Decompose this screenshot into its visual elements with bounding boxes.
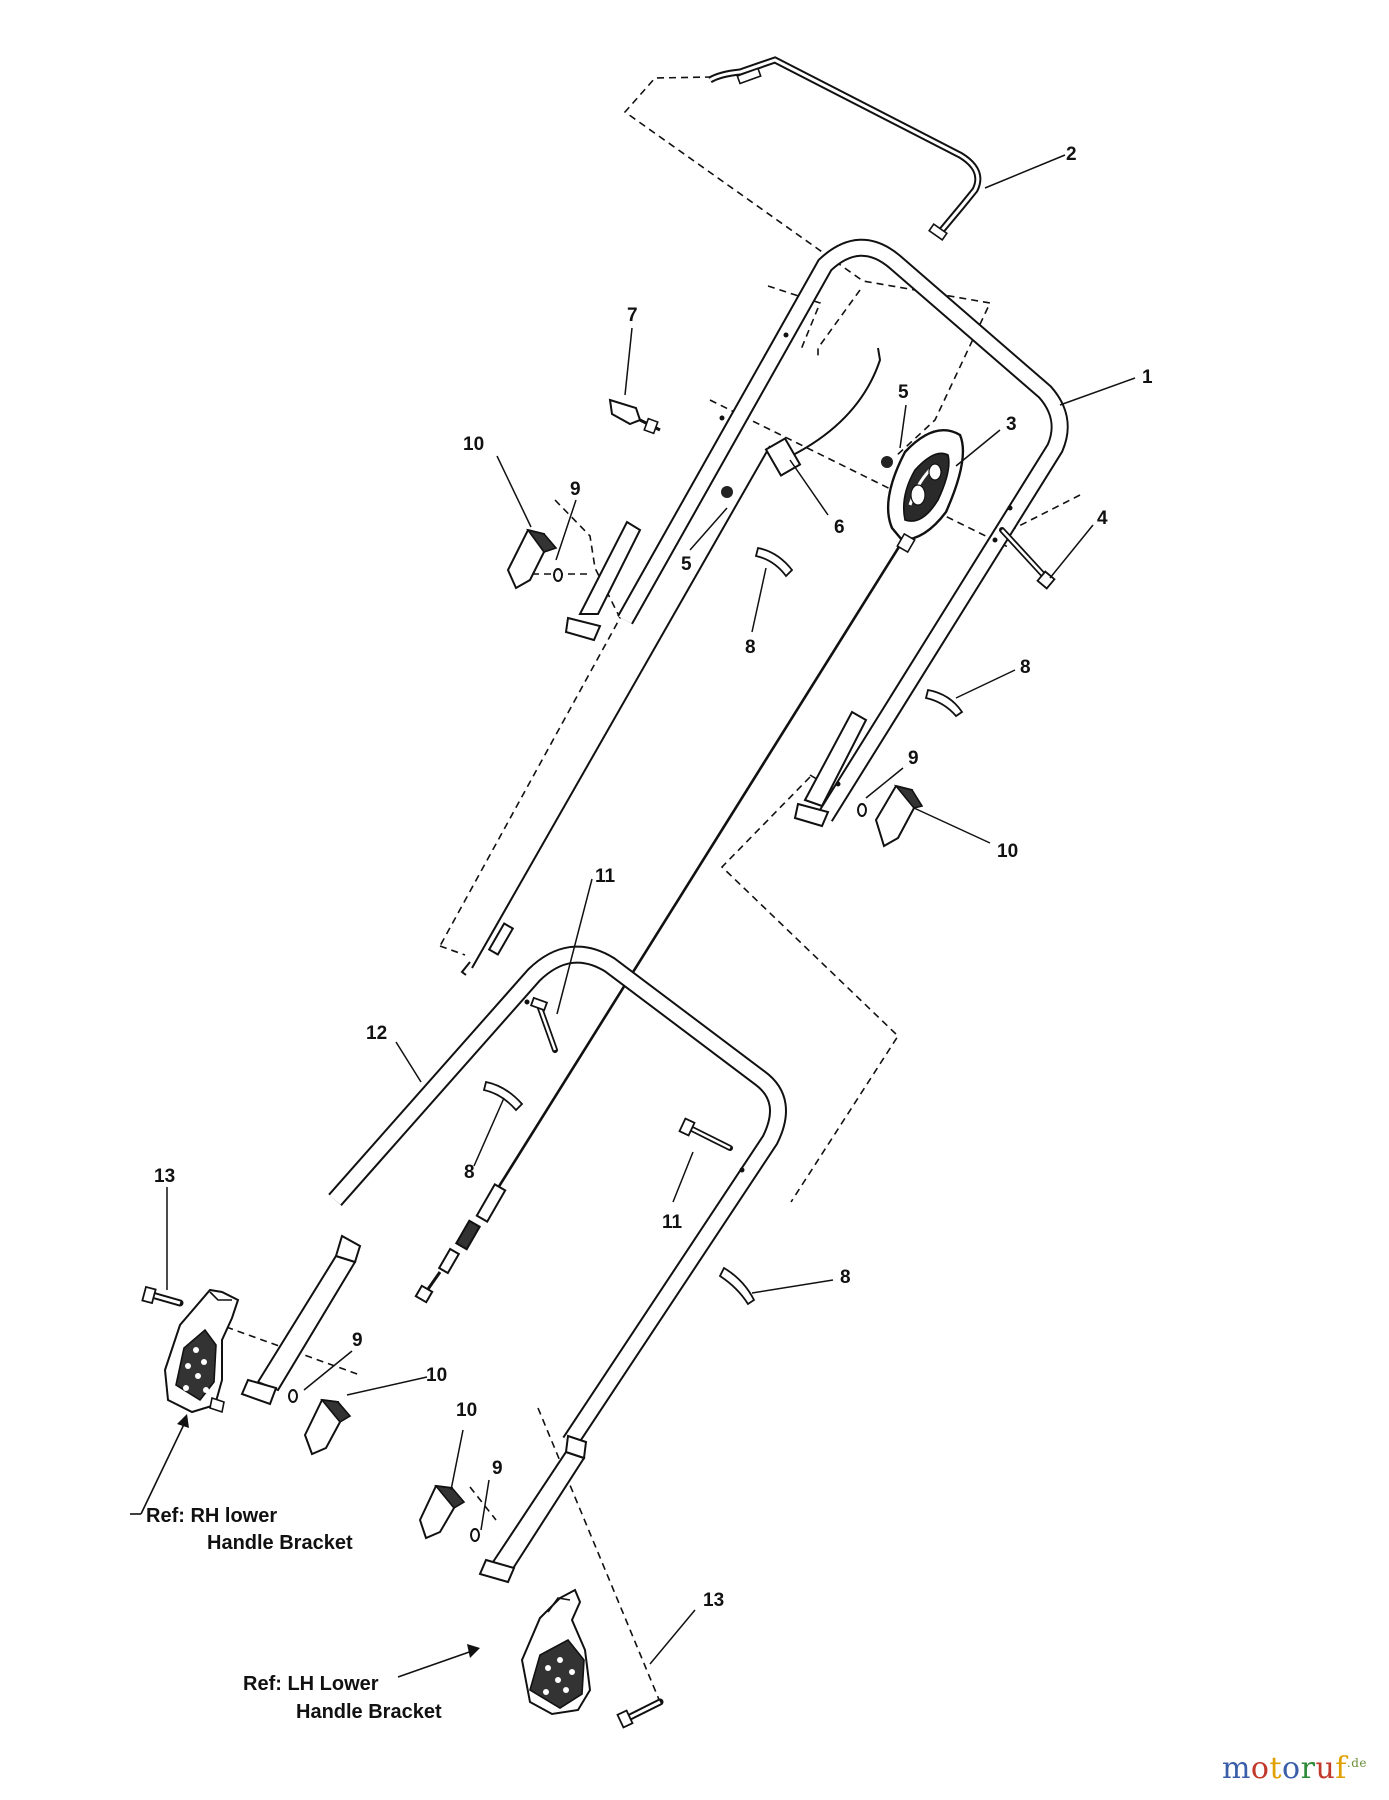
reference-labels: Ref: RH lower Handle Bracket Ref: LH Low… bbox=[146, 1505, 442, 1723]
callout-12: 12 bbox=[366, 1023, 387, 1044]
watermark-letter: t bbox=[1269, 1751, 1283, 1786]
callout-4: 4 bbox=[1097, 508, 1108, 529]
ref-lh-line2: Handle Bracket bbox=[296, 1701, 442, 1723]
callout-8c: 8 bbox=[464, 1162, 475, 1183]
callout-8d: 8 bbox=[840, 1267, 851, 1288]
watermark-letter: m bbox=[1221, 1751, 1251, 1786]
callout-8a: 8 bbox=[745, 637, 756, 658]
callout-9b: 9 bbox=[908, 748, 919, 769]
ref-lh-line1: Ref: LH Lower bbox=[243, 1673, 379, 1695]
watermark-letter: o bbox=[1250, 1751, 1270, 1786]
callout-5b: 5 bbox=[681, 554, 692, 575]
cable-clip bbox=[764, 437, 802, 477]
leader-lines bbox=[166, 154, 1136, 1665]
part-8-a bbox=[754, 546, 794, 578]
part-5-left bbox=[721, 486, 733, 498]
callout-1: 1 bbox=[1142, 367, 1153, 388]
upper-handle-left-end bbox=[578, 520, 642, 615]
lh-lower-handle-bracket bbox=[520, 1588, 592, 1716]
upper-handle bbox=[564, 238, 1069, 828]
callout-5a: 5 bbox=[898, 382, 909, 403]
part-7 bbox=[608, 398, 642, 426]
part-8-c bbox=[482, 1080, 524, 1112]
part-10-a bbox=[506, 528, 558, 590]
watermark-letter: r bbox=[1300, 1751, 1316, 1786]
callout-10a: 10 bbox=[463, 434, 484, 455]
control-cable bbox=[460, 347, 882, 976]
watermark-suffix: .de bbox=[1346, 1756, 1367, 1770]
callout-13b: 13 bbox=[703, 1590, 724, 1611]
part-8-b bbox=[924, 688, 964, 718]
upper-handle-right-end bbox=[803, 710, 868, 808]
part-9-c bbox=[288, 1389, 298, 1403]
part-10-b bbox=[874, 784, 924, 848]
ref-arrows bbox=[130, 1417, 476, 1678]
callout-6: 6 bbox=[834, 517, 845, 538]
callout-11a: 11 bbox=[595, 866, 616, 887]
part-10-c bbox=[303, 1398, 352, 1456]
callout-3: 3 bbox=[1006, 414, 1017, 435]
callout-numbers: 1 2 3 4 5 5 6 7 8 8 8 8 9 9 9 9 10 10 10… bbox=[154, 144, 1153, 1611]
callout-8b: 8 bbox=[1020, 657, 1031, 678]
drive-cable bbox=[414, 541, 904, 1304]
callout-7: 7 bbox=[627, 305, 638, 326]
control-bail bbox=[708, 56, 982, 241]
lower-handle-left-end bbox=[256, 1254, 357, 1392]
callout-11b: 11 bbox=[662, 1212, 683, 1233]
lower-hardware bbox=[141, 996, 756, 1729]
callout-2: 2 bbox=[1066, 144, 1077, 165]
part-9-d bbox=[470, 1528, 480, 1542]
watermark-letter: o bbox=[1282, 1751, 1301, 1786]
part-8-d bbox=[718, 1266, 756, 1306]
brake-control-housing bbox=[886, 429, 965, 554]
part-10-d bbox=[418, 1484, 466, 1540]
part-9-a bbox=[553, 568, 563, 582]
ref-arrowhead-lh bbox=[467, 1644, 480, 1658]
watermark-logo: motoruf.de bbox=[1222, 1751, 1367, 1786]
lower-handle bbox=[240, 945, 787, 1584]
callout-10b: 10 bbox=[997, 841, 1018, 862]
part-5-right bbox=[881, 456, 893, 468]
watermark-letter: u bbox=[1315, 1751, 1336, 1786]
callout-10c: 10 bbox=[426, 1365, 447, 1386]
ref-rh-line2: Handle Bracket bbox=[207, 1532, 353, 1554]
callout-10d: 10 bbox=[456, 1400, 477, 1421]
ref-arrowhead-rh bbox=[177, 1414, 189, 1428]
callout-9a: 9 bbox=[570, 479, 581, 500]
callout-13a: 13 bbox=[154, 1166, 175, 1187]
upper-hardware bbox=[506, 398, 1056, 848]
callout-9c: 9 bbox=[352, 1330, 363, 1351]
part-9-b bbox=[857, 803, 867, 817]
rh-lower-handle-bracket bbox=[163, 1288, 240, 1414]
ref-rh-line1: Ref: RH lower bbox=[146, 1505, 277, 1527]
watermark-letter: f bbox=[1335, 1751, 1347, 1786]
lower-handle-right-end bbox=[491, 1450, 586, 1572]
callout-9d: 9 bbox=[492, 1458, 503, 1479]
